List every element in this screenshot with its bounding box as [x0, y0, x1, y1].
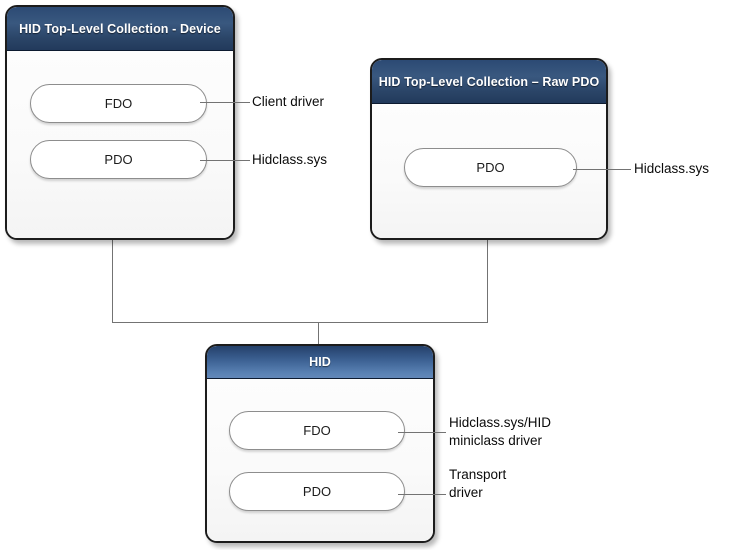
- leader-line-client-driver: [200, 102, 250, 103]
- box-hid[interactable]: HID FDO PDO: [205, 344, 435, 543]
- connector-tlc-device-down: [112, 240, 113, 322]
- node-pdo-tlc-device[interactable]: PDO: [30, 140, 207, 179]
- box-body-tlc-raw-pdo: PDO: [372, 104, 606, 238]
- leader-line-hidclass-raw: [573, 169, 631, 170]
- node-fdo-hid[interactable]: FDO: [229, 411, 405, 450]
- annotation-client-driver: Client driver: [252, 94, 325, 109]
- box-header-title-tlc-raw-pdo: HID Top-Level Collection – Raw PDO: [372, 60, 606, 104]
- connector-bus-to-hid: [318, 322, 319, 344]
- box-header-title-hid: HID: [207, 346, 433, 379]
- box-body-hid: FDO PDO: [207, 379, 433, 541]
- box-hid-top-level-collection-device[interactable]: HID Top-Level Collection - Device FDO PD…: [5, 5, 235, 240]
- connector-horizontal-bus: [112, 322, 488, 323]
- annotation-hidclass-raw: Hidclass.sys: [634, 161, 710, 176]
- box-header-title-tlc-device: HID Top-Level Collection - Device: [7, 7, 233, 51]
- leader-line-hidclass-miniclass: [398, 432, 446, 433]
- node-pdo-tlc-raw-pdo[interactable]: PDO: [404, 148, 577, 187]
- connector-tlc-raw-down: [487, 240, 488, 322]
- annotation-transport-driver: Transport driver: [449, 467, 507, 500]
- box-body-tlc-device: FDO PDO: [7, 51, 233, 238]
- leader-line-transport-driver: [398, 494, 446, 495]
- annotation-hidclass-miniclass: Hidclass.sys/HID miniclass driver: [449, 415, 552, 448]
- node-fdo-tlc-device[interactable]: FDO: [30, 84, 207, 123]
- annotation-hidclass-device: Hidclass.sys: [252, 152, 328, 167]
- leader-line-hidclass-device: [200, 160, 250, 161]
- node-pdo-hid[interactable]: PDO: [229, 472, 405, 511]
- box-hid-top-level-collection-raw-pdo[interactable]: HID Top-Level Collection – Raw PDO PDO: [370, 58, 608, 240]
